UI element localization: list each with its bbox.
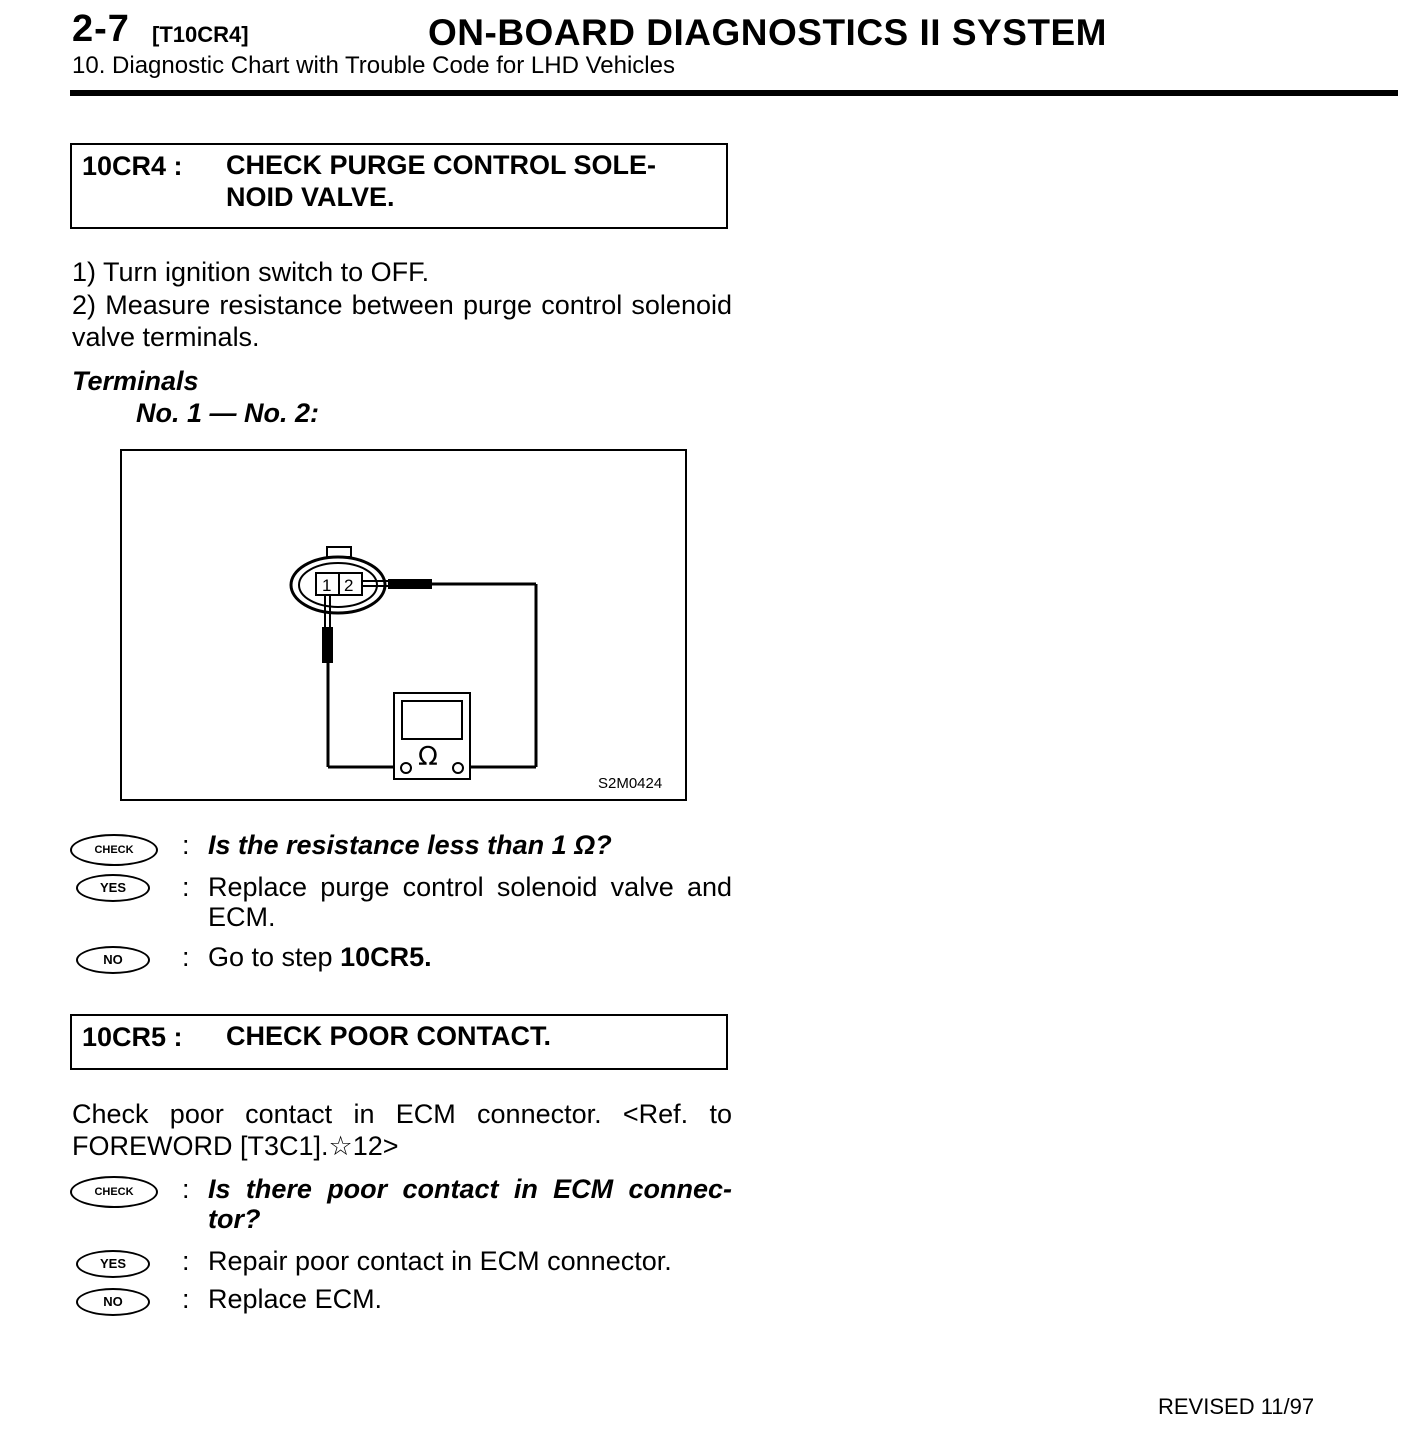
- colon: :: [182, 1174, 190, 1204]
- probe-1: [322, 627, 333, 663]
- page-number: 2-7: [72, 8, 130, 50]
- yes-badge: YES: [76, 1250, 150, 1278]
- step-title-line2: NOID VALVE.: [226, 182, 395, 212]
- colon: :: [182, 830, 190, 860]
- page-subtitle: 10. Diagnostic Chart with Trouble Code f…: [72, 52, 675, 79]
- no-badge: NO: [76, 946, 150, 974]
- probe-2: [388, 579, 432, 589]
- no-answer: Replace ECM.: [208, 1284, 383, 1314]
- step-10cr4-box: 10CR4 : CHECK PURGE CONTROL SOLE- NOID V…: [70, 143, 728, 229]
- section-code: [T10CR4]: [152, 22, 249, 47]
- revision-date: REVISED 11/97: [1158, 1394, 1315, 1419]
- step-code: 10CR5 :: [82, 1022, 183, 1052]
- step-title: CHECK POOR CONTACT.: [226, 1021, 552, 1051]
- check-badge: CHECK: [70, 1176, 158, 1208]
- no-badge: NO: [76, 1288, 150, 1316]
- terminals-label: Terminals: [72, 366, 199, 396]
- step-title-line1: CHECK PURGE CONTROL SOLE-: [226, 150, 657, 180]
- yes-badge: YES: [76, 874, 150, 902]
- yes-answer: Replace purge control solenoid valve and…: [208, 872, 732, 932]
- colon: :: [182, 1284, 190, 1314]
- no-answer-text: Go to step: [208, 942, 341, 972]
- check-question: Is there poor contact in ECM connec- tor…: [208, 1174, 732, 1234]
- colon: :: [182, 942, 190, 972]
- instruction-2: 2) Measure resistance between purge cont…: [72, 290, 732, 352]
- step-code: 10CR4 :: [82, 151, 183, 181]
- connector-latch: [326, 546, 352, 558]
- yes-answer: Repair poor contact in ECM connector.: [208, 1246, 672, 1276]
- step-title: CHECK PURGE CONTROL SOLE- NOID VALVE.: [226, 149, 656, 213]
- no-answer: Go to step 10CR5.: [208, 942, 732, 972]
- meter-terminal-right: [452, 762, 464, 774]
- instruction-1: 1) Turn ignition switch to OFF.: [72, 257, 430, 287]
- next-step-ref: 10CR5.: [340, 942, 432, 972]
- check-question: Is the resistance less than 1 Ω?: [208, 830, 612, 860]
- connector-ohmmeter-illustration: 1 2 Ω: [289, 546, 538, 780]
- step-10cr5-box: 10CR5 : CHECK POOR CONTACT.: [70, 1014, 728, 1070]
- figure-id: S2M0424: [598, 775, 663, 792]
- ohmmeter-display: [401, 700, 463, 740]
- ohm-symbol: Ω: [418, 742, 438, 772]
- page-title: ON-BOARD DIAGNOSTICS II SYSTEM: [428, 12, 1107, 53]
- pin-1-label: 1: [322, 576, 331, 595]
- measurement-diagram: 1 2 Ω: [120, 449, 687, 801]
- pin-2-label: 2: [344, 576, 353, 595]
- meter-terminal-left: [400, 762, 412, 774]
- terminals-value: No. 1 — No. 2:: [136, 398, 320, 428]
- instruction-check-contact: Check poor contact in ECM connector. <Re…: [72, 1099, 732, 1161]
- header-rule: [70, 90, 1398, 96]
- colon: :: [182, 1246, 190, 1276]
- colon: :: [182, 872, 190, 902]
- check-badge: CHECK: [70, 834, 158, 866]
